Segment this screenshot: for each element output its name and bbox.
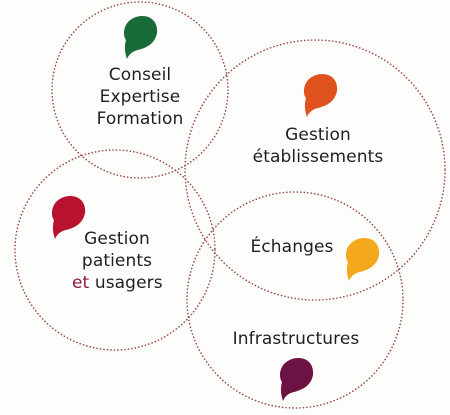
red-comma-icon [48,194,88,242]
purple-comma-icon [276,356,316,404]
label-conseil-expertise-formation: Conseil Expertise Formation [96,65,184,129]
circle-gestion-etablissements [184,39,446,301]
label-gestion-patients-usagers: Gestion patients et usagers [72,229,163,293]
label-echanges: Échanges [250,237,334,257]
accent-et: et [72,273,90,293]
yellow-comma-icon [342,236,382,284]
label-gestion-etablissements: Gestion établissements [252,125,384,167]
label-infrastructures: Infrastructures [232,329,360,349]
green-comma-icon [120,14,160,62]
circle-gestion-patients [14,149,216,351]
orange-comma-icon [300,72,340,120]
circle-infrastructures [186,191,404,409]
circle-conseil [51,1,229,179]
